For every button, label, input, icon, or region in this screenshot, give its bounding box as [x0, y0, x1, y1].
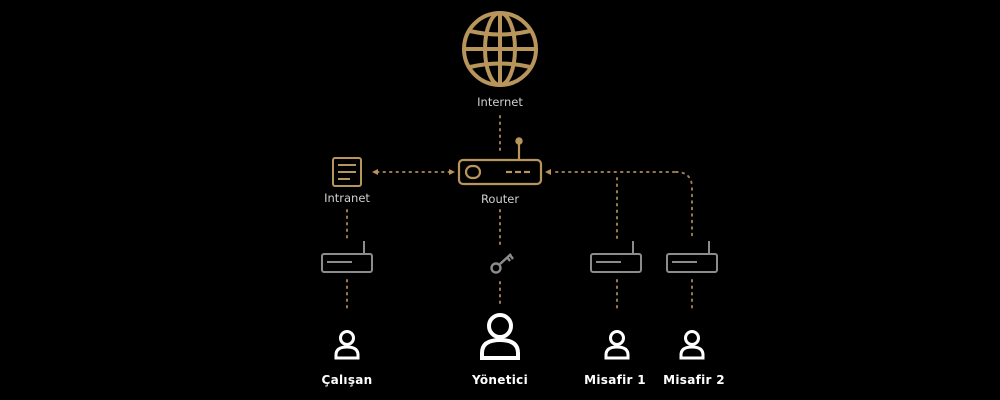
guest2-label: Misafir 2	[663, 373, 725, 387]
arrow-from-router-left	[449, 169, 455, 175]
intranet-label: Intranet	[324, 191, 370, 205]
employee-access-point-icon	[321, 241, 373, 273]
server-document-icon	[332, 157, 362, 187]
globe-icon	[462, 11, 538, 87]
key-icon	[490, 253, 514, 274]
admin-user-icon	[480, 313, 520, 360]
guest1-label: Misafir 1	[584, 373, 646, 387]
guest1-user-icon	[604, 330, 630, 360]
network-links	[346, 115, 693, 313]
employee-user-icon	[334, 330, 360, 360]
router-icon	[457, 137, 543, 186]
employee-label: Çalışan	[321, 373, 373, 387]
guest2-access-point-icon	[666, 241, 718, 273]
admin-label: Yönetici	[472, 373, 528, 387]
link-guest2-corner	[675, 171, 693, 239]
router-label: Router	[480, 192, 520, 206]
guest2-user-icon	[679, 330, 705, 360]
internet-label: Internet	[477, 95, 523, 109]
arrow-to-intranet	[372, 169, 378, 175]
guest1-access-point-icon	[590, 241, 642, 273]
link-arrows	[372, 169, 551, 175]
arrow-from-router-right	[545, 169, 551, 175]
